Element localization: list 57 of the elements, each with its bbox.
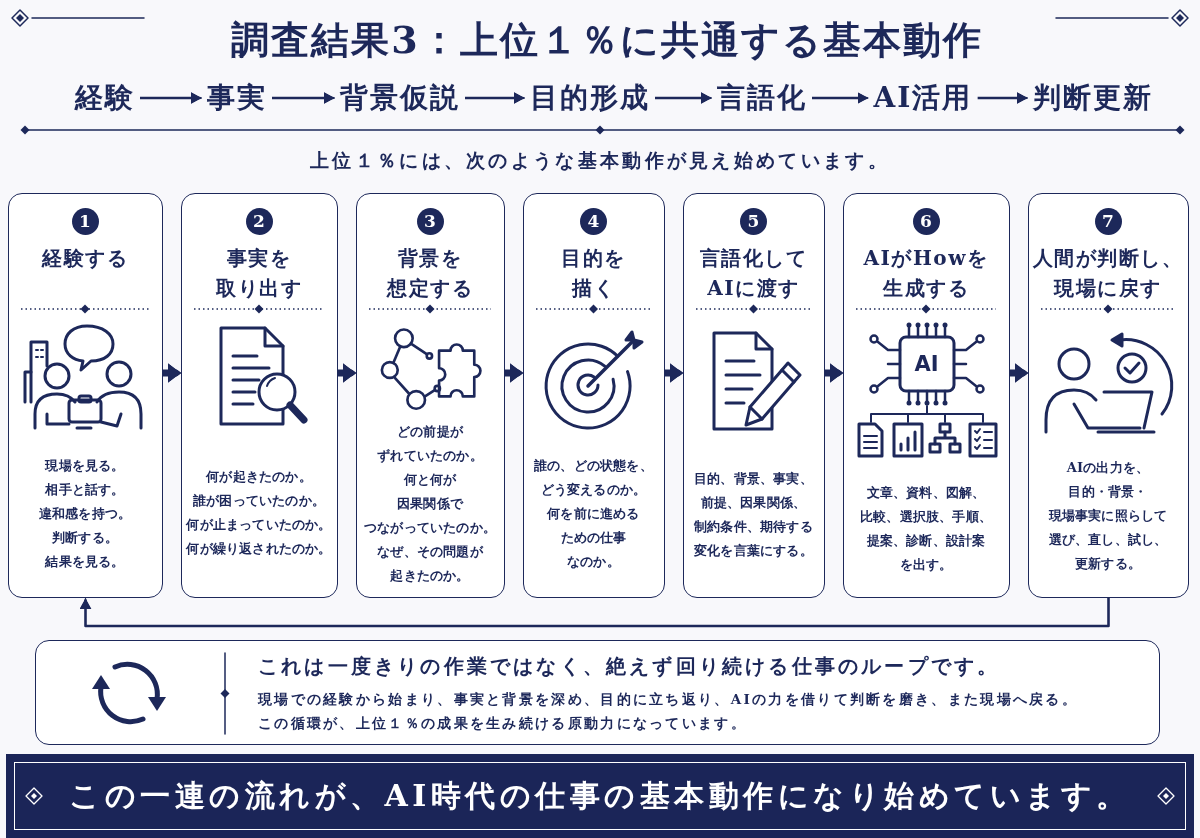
- arrow: [1010, 363, 1028, 383]
- number-badge: 4: [580, 208, 607, 235]
- step-label: 目的形成: [525, 80, 655, 116]
- step-heading: 背景を想定する: [386, 245, 474, 302]
- step-card: [356, 193, 505, 598]
- note-box: [35, 640, 1160, 745]
- step-label: 経験: [70, 80, 140, 116]
- number-badge: 3: [416, 208, 444, 235]
- step-heading: AIがHowを生成する: [863, 245, 989, 302]
- step-text: AIの出力を、目的・背景・現場事実に照らして選び、直し、試し、更新する。: [1048, 458, 1168, 573]
- step-card: [523, 193, 665, 598]
- step-text: 現場を見る。相手と話す。違和感を持つ。判断する。結果を見る。: [38, 456, 132, 571]
- arrow: [825, 363, 843, 383]
- step-text: 文章、資料、図解、比較、選択肢、手順、提案、診断、設計案を出す。: [859, 483, 993, 574]
- banner: [6, 754, 1194, 838]
- note-text: 現場での経験から始まり、事実と背景を深め、目的に立ち返り、AIの力を借りて判断を磨き、また現場へ戻る。: [258, 690, 1079, 709]
- step-card: [8, 193, 163, 598]
- arrow: [140, 92, 202, 104]
- arrow: [505, 363, 523, 383]
- number-badge: 7: [1094, 208, 1122, 235]
- step-label: AI活用: [868, 80, 978, 116]
- step-heading: 言語化してAIに渡す: [699, 245, 808, 302]
- step-heading: 目的を描く: [560, 245, 627, 302]
- step-card: [1028, 193, 1189, 598]
- step-label: 言語化: [712, 80, 812, 116]
- note-text: この循環が、上位１％の成果を生み続ける原動力になっています。: [258, 714, 747, 733]
- number-badge: 6: [912, 208, 940, 235]
- chip-label: AI: [914, 352, 939, 376]
- arrow: [338, 363, 356, 383]
- step-text: 何が起きたのか。誰が困っていたのか。何が止まっていたのか。何が繰り返されたのか。: [185, 467, 333, 558]
- title: 調査結果3：上位１％に共通する基本動作: [231, 16, 983, 64]
- banner-text: この一連の流れが、AI時代の仕事の基本動作になり始めています。: [69, 777, 1131, 815]
- number-badge: 2: [245, 208, 273, 235]
- step-heading: 経験する: [41, 245, 129, 272]
- step-label: 事実: [202, 80, 272, 116]
- step-text: 目的、背景、事実、前提、因果関係、制約条件、期待する変化を言葉にする。: [693, 470, 814, 560]
- arrow: [163, 363, 181, 383]
- step-card: [843, 193, 1010, 598]
- step-label: 背景仮説: [335, 80, 465, 116]
- number-badge: 1: [71, 208, 99, 235]
- arrow: [655, 92, 712, 104]
- step-text: どの前提がずれていたのか。何と何が因果関係でつながっていたのか。なぜ、その問題が起きたのか。: [363, 422, 497, 585]
- step-text: 誰の、どの状態を、どう変えるのか。何を前に進めるための仕事なのか。: [533, 456, 654, 571]
- arrow: [465, 92, 525, 104]
- step-heading: 事実を取り出す: [215, 245, 303, 302]
- arrow: [812, 92, 869, 104]
- step-card: [181, 193, 338, 598]
- step-label: 判断更新: [1028, 80, 1158, 116]
- arrow: [272, 92, 335, 104]
- number-badge: 5: [740, 208, 767, 235]
- arrow: [977, 92, 1028, 104]
- note-heading: これは一度きりの作業ではなく、絶えず回り続ける仕事のループです。: [258, 653, 1001, 680]
- intro-text: 上位１％には、次のような基本動作が見え始めています。: [310, 148, 890, 173]
- arrow: [665, 363, 683, 383]
- step-card: [683, 193, 825, 598]
- step-heading: 人間が判断し、現場に戻す: [1032, 245, 1184, 302]
- return-arrow: [79, 598, 1110, 628]
